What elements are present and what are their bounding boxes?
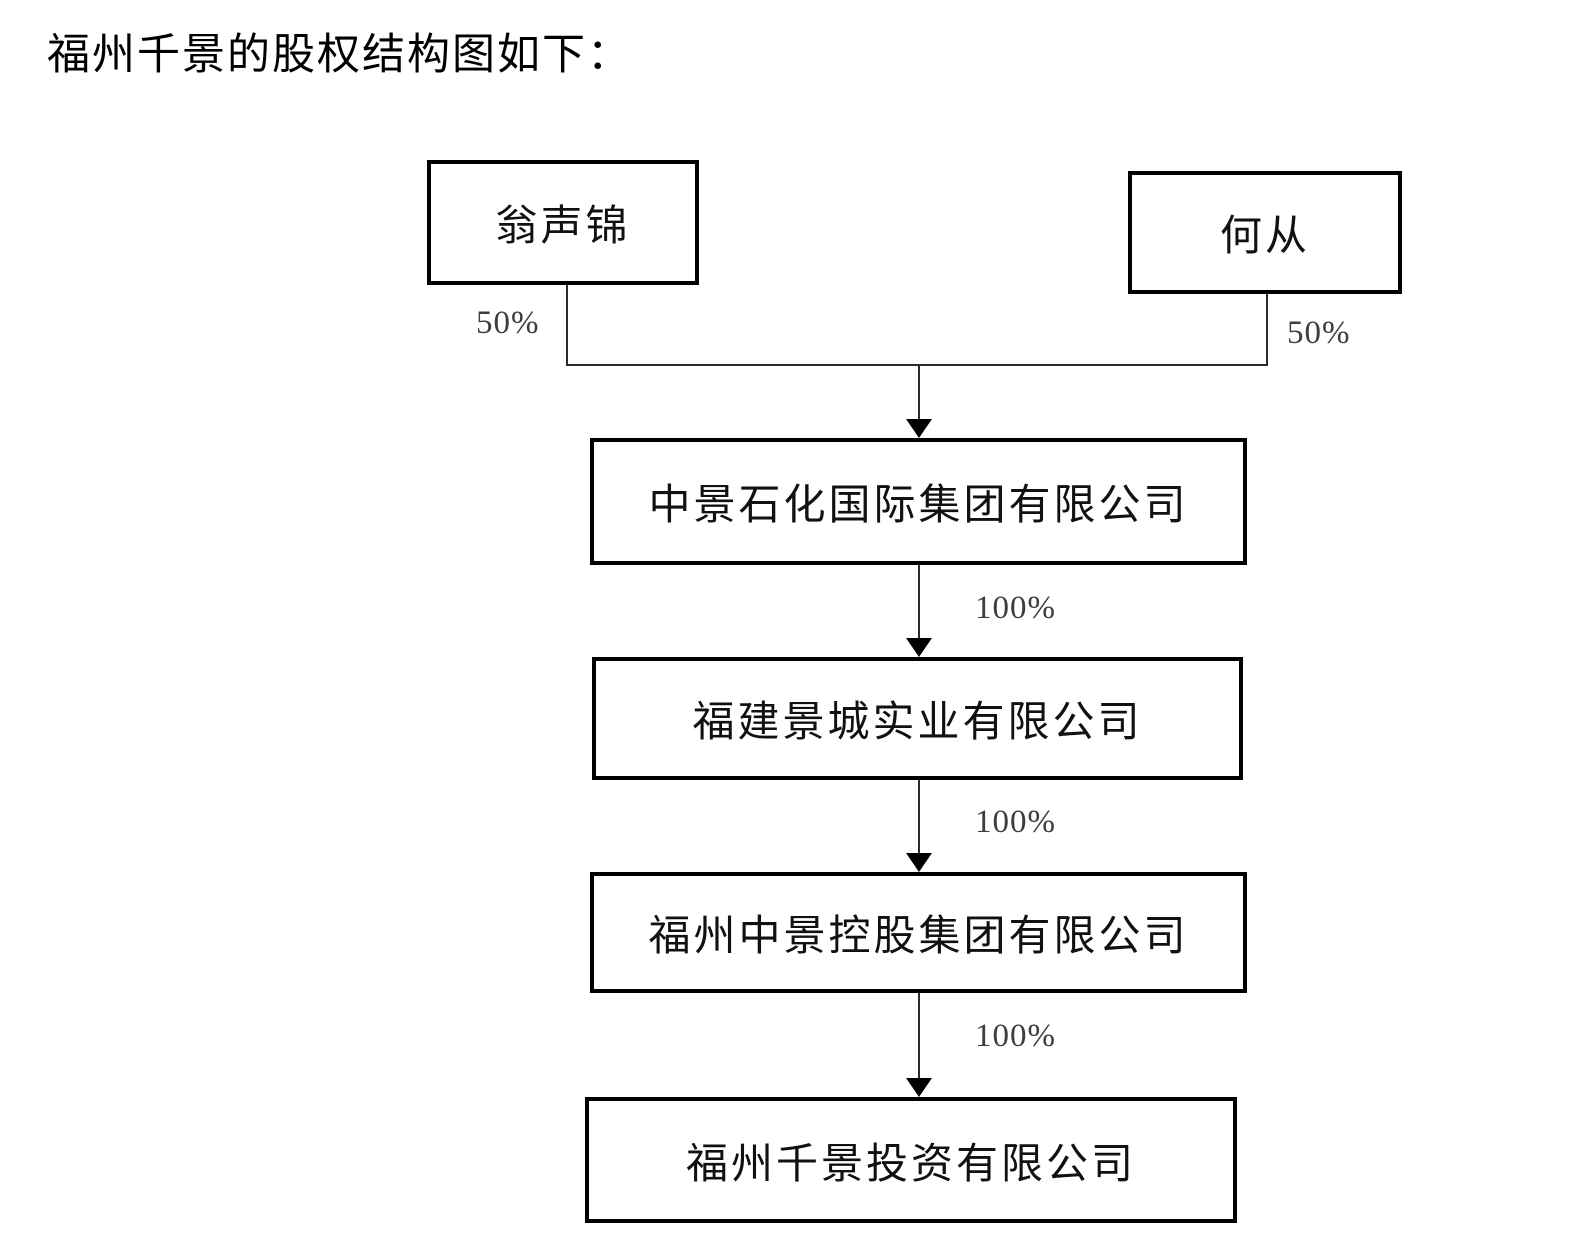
node-label: 何从 — [1219, 214, 1310, 260]
connector-he-vertical-line — [1266, 294, 1268, 365]
page-title: 福州千景的股权结构图如下： — [47, 32, 632, 79]
arrow-down-icon — [906, 853, 932, 872]
node-fuzhou-zhongjing-konggu: 福州中景控股集团有限公司 — [590, 872, 1247, 993]
arrow-down-icon — [906, 1078, 932, 1097]
connector-weng-vertical-line — [566, 285, 568, 365]
node-fuzhou-qianjing: 福州千景投资有限公司 — [585, 1097, 1237, 1223]
node-label: 福州中景控股集团有限公司 — [648, 914, 1189, 960]
connector-jingcheng-to-konggu-line — [918, 780, 920, 856]
ownership-label-konggu-100: 100% — [975, 1018, 1056, 1054]
connector-konggu-to-qianjing-line — [918, 993, 920, 1079]
node-he-cong: 何从 — [1128, 171, 1402, 294]
connector-shihua-to-jingcheng-line — [918, 565, 920, 641]
connector-merge-horizontal-line — [566, 364, 1268, 366]
node-label: 福州千景投资有限公司 — [685, 1141, 1136, 1188]
arrow-down-icon — [906, 638, 932, 657]
node-label: 中景石化国际集团有限公司 — [648, 483, 1189, 529]
node-zhongjing-shihua: 中景石化国际集团有限公司 — [590, 438, 1247, 565]
ownership-label-he-50: 50% — [1287, 315, 1351, 351]
arrow-down-icon — [906, 419, 932, 438]
node-label: 翁声锦 — [495, 204, 631, 250]
ownership-label-jingcheng-100: 100% — [975, 804, 1056, 840]
connector-merge-arrow-line — [918, 365, 920, 422]
ownership-label-shihua-100: 100% — [975, 590, 1056, 626]
node-fujian-jingcheng: 福建景城实业有限公司 — [592, 657, 1243, 780]
node-weng-shengjin: 翁声锦 — [427, 160, 699, 285]
ownership-label-weng-50: 50% — [476, 305, 540, 341]
node-label: 福建景城实业有限公司 — [692, 700, 1143, 746]
